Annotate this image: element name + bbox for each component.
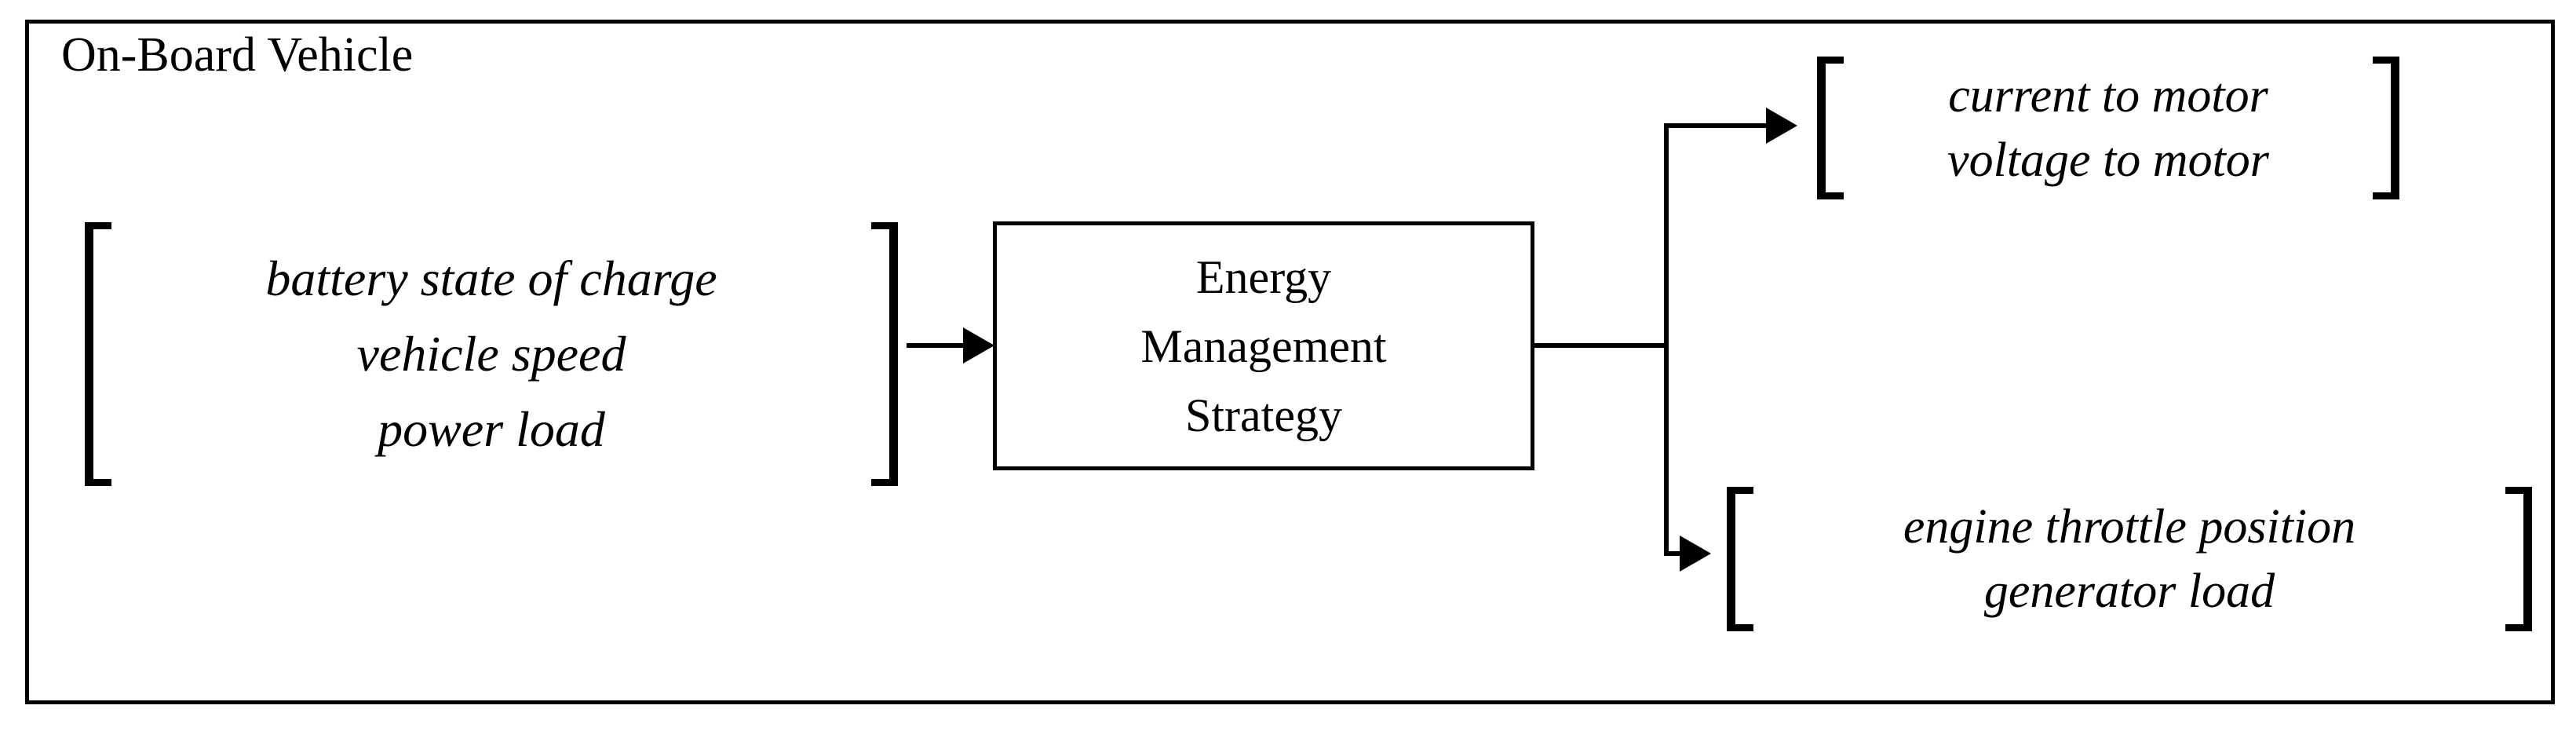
- block-line-management: Management: [1140, 320, 1387, 372]
- output-vector-motor: current to motor voltage to motor: [1817, 57, 2399, 199]
- on-board-vehicle-boundary: [25, 20, 2555, 704]
- input-row-vehicle-speed: vehicle speed: [356, 326, 626, 382]
- input-row-battery-state-of-charge: battery state of charge: [265, 250, 717, 306]
- input-row-power-load: power load: [378, 401, 605, 457]
- right-bracket-icon: [2505, 487, 2532, 631]
- output-split-trunk: [1664, 123, 1669, 556]
- arrow-right-icon: [1680, 535, 1711, 572]
- output-vector-engine: engine throttle position generator load: [1727, 487, 2532, 631]
- branch-bottom-line: [1664, 551, 1694, 556]
- output-row-generator-load: generator load: [1983, 565, 2275, 618]
- left-bracket-icon: [1727, 487, 1753, 631]
- arrow-right-icon: [963, 327, 994, 364]
- left-bracket-icon: [1817, 57, 1844, 199]
- right-bracket-icon: [871, 222, 898, 486]
- input-vector: battery state of charge vehicle speed po…: [85, 222, 898, 486]
- output-row-voltage-to-motor: voltage to motor: [1947, 133, 2269, 187]
- page-title: On-Board Vehicle: [61, 28, 414, 82]
- output-stub-line: [1533, 343, 1669, 348]
- output-row-engine-throttle-position: engine throttle position: [1903, 500, 2356, 554]
- output-vector-engine-rows: engine throttle position generator load: [1753, 487, 2505, 631]
- input-vector-rows: battery state of charge vehicle speed po…: [111, 222, 871, 486]
- right-bracket-icon: [2373, 57, 2399, 199]
- output-vector-motor-rows: current to motor voltage to motor: [1844, 57, 2373, 199]
- arrow-right-icon: [1766, 108, 1797, 144]
- block-line-strategy: Strategy: [1185, 389, 1342, 441]
- block-line-energy: Energy: [1195, 250, 1332, 303]
- output-row-current-to-motor: current to motor: [1948, 69, 2268, 122]
- energy-management-strategy-block: Energy Management Strategy: [993, 221, 1534, 470]
- left-bracket-icon: [85, 222, 111, 486]
- input-arrow-line: [907, 343, 977, 348]
- branch-top-line: [1664, 123, 1778, 128]
